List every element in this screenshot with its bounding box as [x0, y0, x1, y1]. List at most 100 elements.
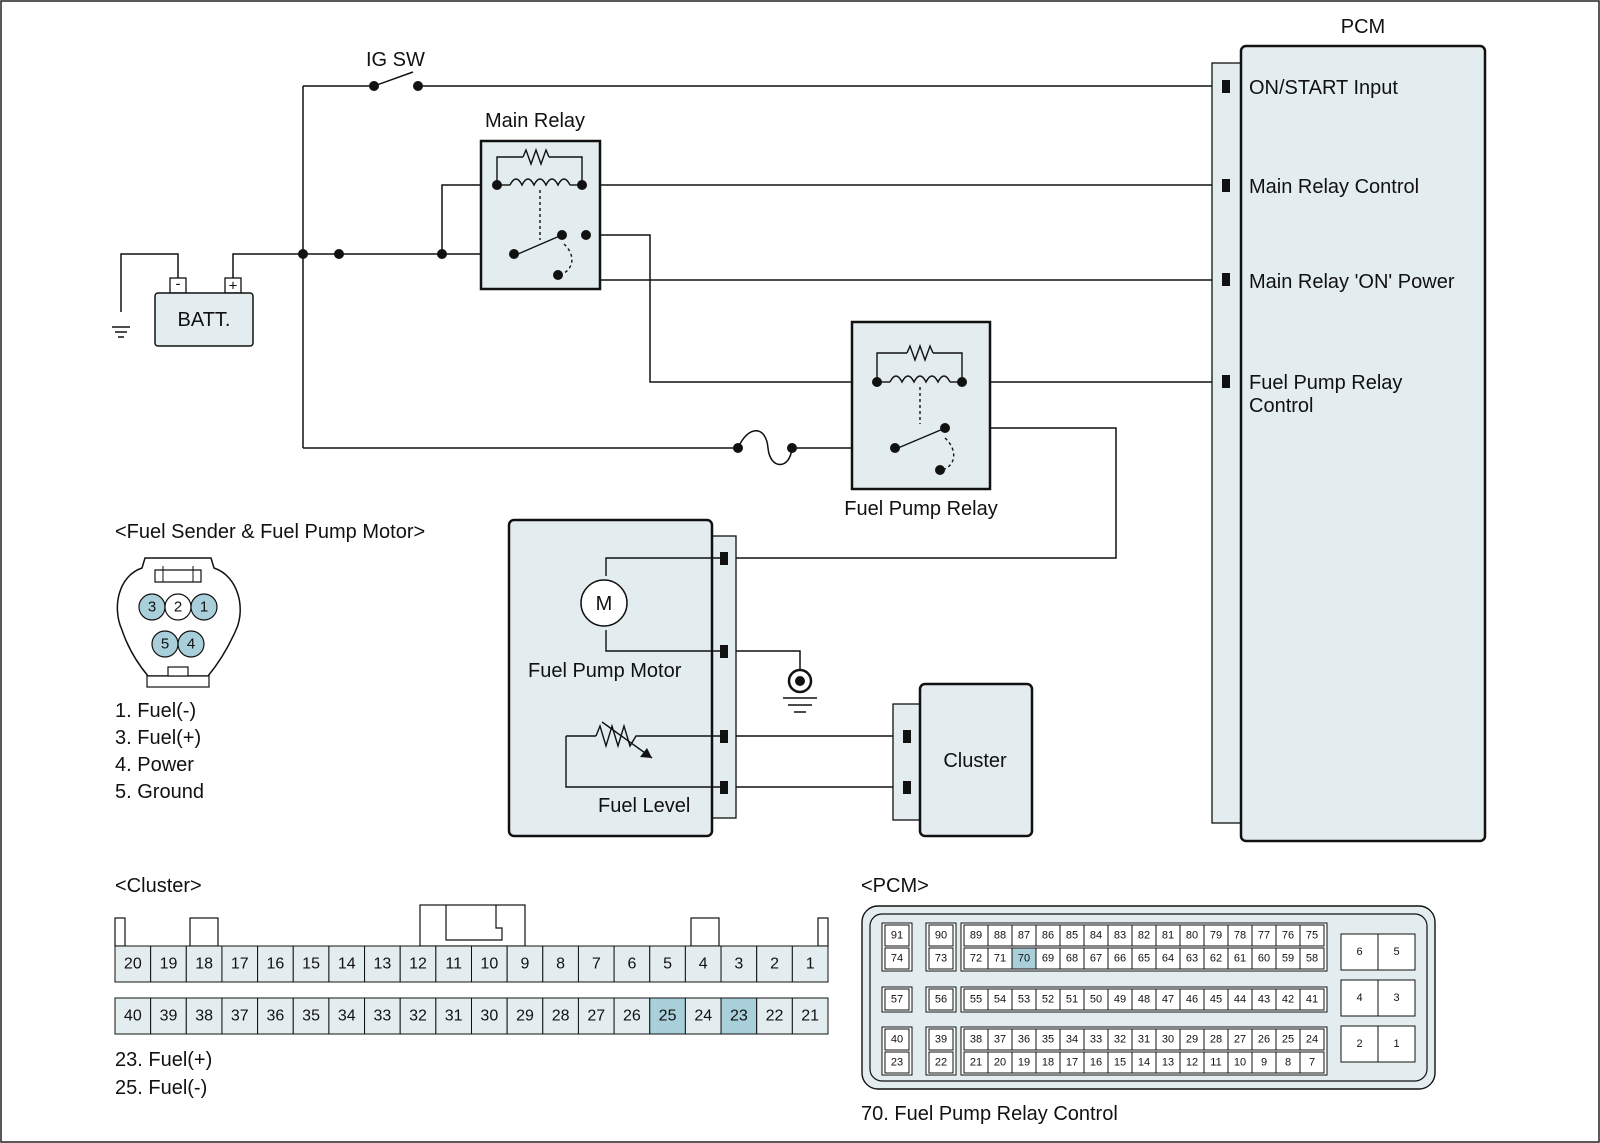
- pin-cell: [1377, 979, 1416, 1017]
- main-relay: Main Relay: [479, 110, 602, 291]
- ground-symbol: [787, 668, 813, 694]
- pin-number: 37: [231, 1008, 249, 1025]
- pin-cell: [720, 945, 758, 983]
- pin-number: 79: [1210, 930, 1222, 942]
- pin-number: 31: [445, 1008, 463, 1025]
- pin-number: 73: [935, 953, 947, 965]
- pin-cell: [613, 945, 651, 983]
- ig-switch-contact-1: [369, 81, 379, 91]
- pin-number: 35: [302, 1008, 320, 1025]
- battery-positive-sign: +: [229, 278, 238, 295]
- pin-number: 6: [1356, 946, 1362, 958]
- pin-number: 40: [124, 1008, 142, 1025]
- pin-number: 71: [994, 953, 1006, 965]
- pin-number: 10: [1234, 1057, 1246, 1069]
- pin-number: 5: [663, 956, 672, 973]
- pin-number: 86: [1042, 930, 1054, 942]
- pin-number: 20: [124, 956, 142, 973]
- pin-cell: [1299, 1028, 1325, 1051]
- pin-number: 31: [1138, 1034, 1150, 1046]
- pin-number: 26: [1258, 1034, 1270, 1046]
- pin-number: 53: [1018, 994, 1030, 1006]
- pin-number: 43: [1258, 994, 1270, 1006]
- pin-cell: [471, 945, 508, 983]
- pcm-on-start-input: ON/START Input: [1249, 77, 1398, 99]
- pin-number: 66: [1114, 953, 1126, 965]
- pin-cell: [791, 997, 829, 1035]
- pcm-fuel-pump-relay-control-line2: Control: [1249, 395, 1313, 417]
- pin-number: 60: [1258, 953, 1270, 965]
- pin-number: 74: [891, 953, 903, 965]
- pin-number: 16: [1090, 1057, 1102, 1069]
- pin-number: 13: [1162, 1057, 1174, 1069]
- pin-number: 54: [994, 994, 1006, 1006]
- pin-number: 25: [659, 1008, 677, 1025]
- sender-legend-item: 4. Power: [115, 754, 194, 776]
- pin-number: 65: [1138, 953, 1150, 965]
- pin-number: 5: [1393, 946, 1399, 958]
- battery: - + BATT.: [154, 276, 254, 347]
- sender-pin-1: 1: [200, 599, 208, 616]
- pin-cell: [884, 1028, 910, 1051]
- pin-number: 68: [1066, 953, 1078, 965]
- pin-number: 24: [694, 1008, 712, 1025]
- pin-cell: [649, 945, 686, 983]
- pin-number: 19: [1018, 1057, 1030, 1069]
- pin-number: 32: [1114, 1034, 1126, 1046]
- pin-cell: [114, 945, 152, 983]
- pin-number: 49: [1114, 994, 1126, 1006]
- pin-number: 27: [1234, 1034, 1246, 1046]
- pin-number: 38: [970, 1034, 982, 1046]
- cluster: Cluster: [892, 682, 1034, 838]
- pin-cell: [613, 997, 651, 1035]
- pin-number: 22: [935, 1057, 947, 1069]
- pin-cell: [684, 997, 722, 1035]
- pin-cell: [292, 945, 330, 983]
- pin-number: 34: [338, 1008, 356, 1025]
- sender-pin-2: 2: [174, 599, 182, 616]
- fuel-pump-relay: Fuel Pump Relay: [844, 320, 998, 520]
- pin-cell: [435, 945, 473, 983]
- cluster-label: Cluster: [943, 750, 1007, 772]
- cluster-legend-item: 23. Fuel(+): [115, 1049, 212, 1071]
- pin-number: 1: [1393, 1038, 1399, 1050]
- pcm-connector-title: <PCM>: [861, 875, 929, 897]
- pin-cell: [756, 997, 793, 1035]
- pin-number: 85: [1066, 930, 1078, 942]
- pin-cell: [684, 945, 722, 983]
- pin-cell: [399, 997, 437, 1035]
- pin-number: 10: [480, 956, 498, 973]
- pin-number: 84: [1090, 930, 1102, 942]
- pcm-main-relay-on-power: Main Relay 'ON' Power: [1249, 271, 1455, 293]
- pin-number: 17: [231, 956, 249, 973]
- pin-number: 63: [1186, 953, 1198, 965]
- pin-cell: [542, 945, 579, 983]
- pin-number: 38: [195, 1008, 213, 1025]
- pin-number: 22: [766, 1008, 784, 1025]
- pin-number: 36: [267, 1008, 285, 1025]
- pin-number: 4: [699, 956, 708, 973]
- pin-number: 72: [970, 953, 982, 965]
- pin-number: 62: [1210, 953, 1222, 965]
- pin-number: 20: [994, 1057, 1006, 1069]
- pin-cell: [1340, 1025, 1379, 1063]
- pin-cell: [791, 945, 829, 983]
- pin-number: 45: [1210, 994, 1222, 1006]
- pin-number: 39: [935, 1034, 947, 1046]
- pin-number: 61: [1234, 953, 1246, 965]
- fuel-sender-connector: <Fuel Sender & Fuel Pump Motor> 3 2 1 5 …: [115, 521, 425, 803]
- pin-cell: [928, 947, 954, 970]
- pin-cell: [1340, 933, 1379, 971]
- pin-cell: [150, 997, 187, 1035]
- pin-number: 9: [1261, 1057, 1267, 1069]
- pin-number: 29: [1186, 1034, 1198, 1046]
- ig-switch-label: IG SW: [366, 49, 425, 71]
- main-relay-label: Main Relay: [485, 110, 585, 132]
- pin-number: 7: [592, 956, 601, 973]
- pin-number: 23: [891, 1057, 903, 1069]
- pin-number: 77: [1258, 930, 1270, 942]
- pin-cell: [928, 924, 954, 947]
- pin-number: 27: [587, 1008, 605, 1025]
- pin-number: 7: [1309, 1057, 1315, 1069]
